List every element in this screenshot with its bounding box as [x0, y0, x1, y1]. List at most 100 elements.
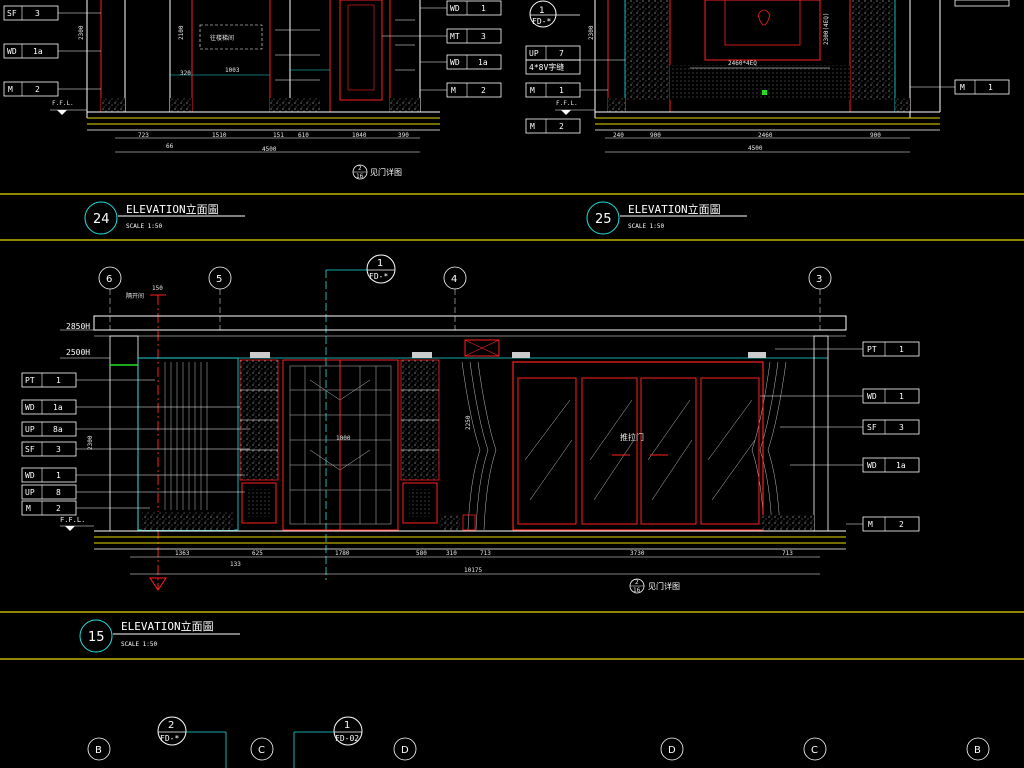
tag-code: M: [530, 122, 535, 131]
tag-num: 1a: [53, 403, 63, 412]
dim-total: 4500: [748, 145, 763, 152]
fd-marker-top-right: 1 FD-*: [529, 0, 580, 28]
tag-num: 2: [899, 520, 904, 529]
dim-total: 10175: [464, 567, 482, 574]
dim-3: 151: [273, 132, 284, 139]
dim-4: 610: [298, 132, 309, 139]
detail-note: 见门详图: [370, 167, 402, 177]
material-tag: UP 7 4*8V字缝: [525, 45, 625, 75]
material-tag: WD 1a: [420, 54, 502, 70]
material-tag: WD 1a: [3, 43, 101, 59]
dim-6: 713: [480, 550, 491, 557]
tag-num: 1: [559, 86, 564, 95]
door-note: 推拉门: [620, 432, 644, 442]
tag-note: 4*8V字缝: [529, 62, 564, 72]
material-tag: M 1: [910, 79, 1010, 95]
tag-code: M: [530, 86, 535, 95]
tag-code: SF: [7, 9, 17, 18]
marker-num: 1: [344, 720, 350, 731]
tag-code: MT: [450, 32, 460, 41]
tag-num: 2: [481, 86, 486, 95]
tag-code: M: [451, 86, 456, 95]
dim-total: 4500: [262, 146, 277, 153]
marker-code: FD-*: [369, 272, 388, 281]
material-tag: PT 1: [775, 341, 920, 357]
tag-code: WD: [25, 403, 35, 412]
marker-code: FD-*: [160, 734, 179, 743]
dim-center: 1000: [336, 435, 351, 442]
dim-vertical: 2300: [588, 25, 595, 40]
material-tag: SF 3: [3, 5, 101, 21]
top-dim: 150: [152, 285, 163, 292]
dim-1: 723: [138, 132, 149, 139]
marker-code: FD-02: [335, 734, 359, 743]
elevation-15-drawing: 2850H 2500H: [60, 315, 847, 594]
marker-num: 1: [377, 258, 383, 269]
material-tag: M 2: [525, 118, 581, 134]
tag-code: WD: [450, 58, 460, 67]
tag-code: M: [26, 504, 31, 513]
tag-code: WD: [867, 461, 877, 470]
detail-mark-middle: 2 16 见门详图: [629, 578, 680, 594]
top-note: 隔开间: [126, 292, 144, 300]
section-title: ELEVATION立面圖: [628, 202, 721, 216]
material-tag: WD 1a: [790, 457, 920, 473]
section-title: ELEVATION立面圖: [126, 202, 219, 216]
tag-num: 1a: [896, 461, 906, 470]
tag-code: M: [960, 83, 965, 92]
tag-num: 3: [899, 423, 904, 432]
dim-small: 320: [180, 70, 191, 77]
grid-mark: 3: [816, 274, 822, 285]
dim-1: 240: [613, 132, 624, 139]
tag-num: 3: [35, 9, 40, 18]
dim-2: 625: [252, 550, 263, 557]
marker-num: 1: [539, 6, 545, 16]
grid-mark: C: [258, 745, 265, 756]
dim-7: 3730: [630, 550, 645, 557]
tag-code: M: [868, 520, 873, 529]
material-tag: M 1: [525, 82, 608, 98]
fd-marker-middle: 1 FD-*: [325, 254, 396, 580]
tag-num: 2: [35, 85, 40, 94]
dim-left-vertical-2: 2100: [178, 25, 185, 40]
fd-marker: 2 FD-*: [157, 716, 227, 768]
tag-num: 1: [56, 471, 61, 480]
section-scale: SCALE 1:50: [126, 223, 163, 230]
material-tag: M 2: [420, 82, 502, 98]
material-tag: UP 8: [21, 484, 245, 500]
dim-2: 900: [650, 132, 661, 139]
tag-code: WD: [7, 47, 17, 56]
elevation-24-drawing: 往楼梯间 1003 320 2300 2100 723 1510 151 610…: [50, 0, 440, 180]
section-24-title: 24 ELEVATION立面圖 SCALE 1:50: [84, 201, 245, 235]
tag-num: 1a: [33, 47, 43, 56]
dim-vertical: 2300: [87, 435, 94, 450]
detail-note: 见门详图: [648, 581, 680, 591]
dim-1: 1363: [175, 550, 190, 557]
tag-code: PT: [867, 345, 877, 354]
tag-code: UP: [25, 488, 35, 497]
dim-6: 390: [398, 132, 409, 139]
dim-3: 2460: [758, 132, 773, 139]
dim-vertical-2: 2300(4EQ): [823, 12, 830, 45]
section-scale: SCALE 1:50: [121, 641, 158, 648]
detail-mark-top-left: 2 16 见门详图: [352, 164, 402, 180]
tag-num: 1a: [478, 58, 488, 67]
ffl-label: F.F.L.: [556, 100, 578, 107]
grid-mark: D: [668, 745, 676, 756]
material-tag: WD 1: [420, 0, 502, 16]
tag-code: SF: [25, 445, 35, 454]
dim-sub: 66: [166, 143, 174, 150]
level-2500: 2500H: [66, 348, 90, 357]
tag-num: 1: [899, 345, 904, 354]
tag-num: 1: [56, 376, 61, 385]
tag-num: 8: [56, 488, 61, 497]
top-right-tags: UP 7 4*8V字缝 M 1 M 2 M 1: [525, 0, 1010, 134]
section-number: 15: [88, 630, 105, 645]
dim-mid: 1003: [225, 67, 240, 74]
section-scale: SCALE 1:50: [628, 223, 665, 230]
dim-vertical-2: 2250: [465, 415, 472, 430]
marker-num: 2: [168, 720, 174, 731]
tag-code: PT: [25, 376, 35, 385]
